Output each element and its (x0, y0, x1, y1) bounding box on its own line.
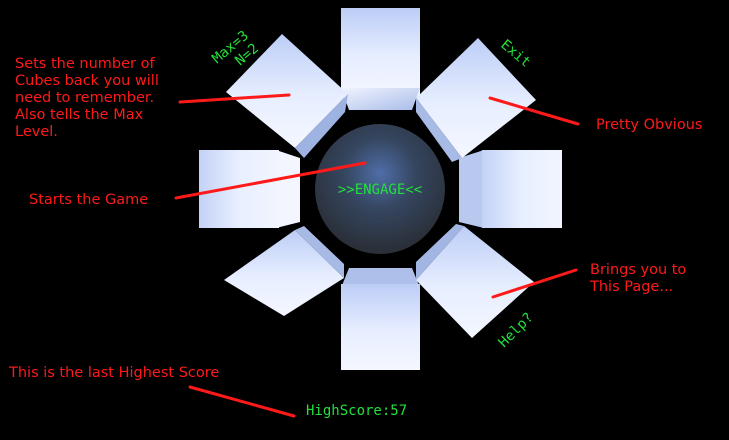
engage-orb[interactable]: >>ENGAGE<< (315, 124, 445, 254)
help-label[interactable]: Help? (496, 310, 537, 351)
annotation-pretty-obvious: Pretty Obvious (596, 117, 703, 133)
annotation-lines (174, 93, 580, 418)
cube-top-right-exit[interactable] (416, 38, 536, 162)
highscore-value: 57 (390, 403, 407, 419)
cube-bottom[interactable] (341, 268, 420, 370)
engage-label: >>ENGAGE<< (338, 182, 422, 198)
cube-top[interactable] (341, 8, 420, 110)
annotation-last-highscore: This is the last Highest Score (9, 365, 220, 381)
pointer-highscore (188, 385, 296, 418)
pointer-cubes-back (178, 93, 291, 104)
pointer-exit (488, 96, 580, 126)
cube-bottom-left[interactable] (224, 226, 344, 316)
pointer-starts-game (174, 161, 367, 200)
cube-left[interactable] (199, 150, 300, 228)
cube-top-left-settings[interactable] (226, 34, 348, 158)
annotation-brings-you: Brings you to This Page... (590, 262, 687, 295)
highscore-label: HighScore: (306, 403, 390, 419)
cube-right[interactable] (459, 150, 562, 228)
pointer-help (491, 268, 578, 299)
highscore-display: HighScore:57 (306, 403, 407, 419)
cube-bottom-right-help[interactable] (416, 224, 534, 338)
annotation-starts-game: Starts the Game (29, 192, 149, 208)
annotation-cubes-back: Sets the number of Cubes back you will n… (15, 56, 159, 140)
